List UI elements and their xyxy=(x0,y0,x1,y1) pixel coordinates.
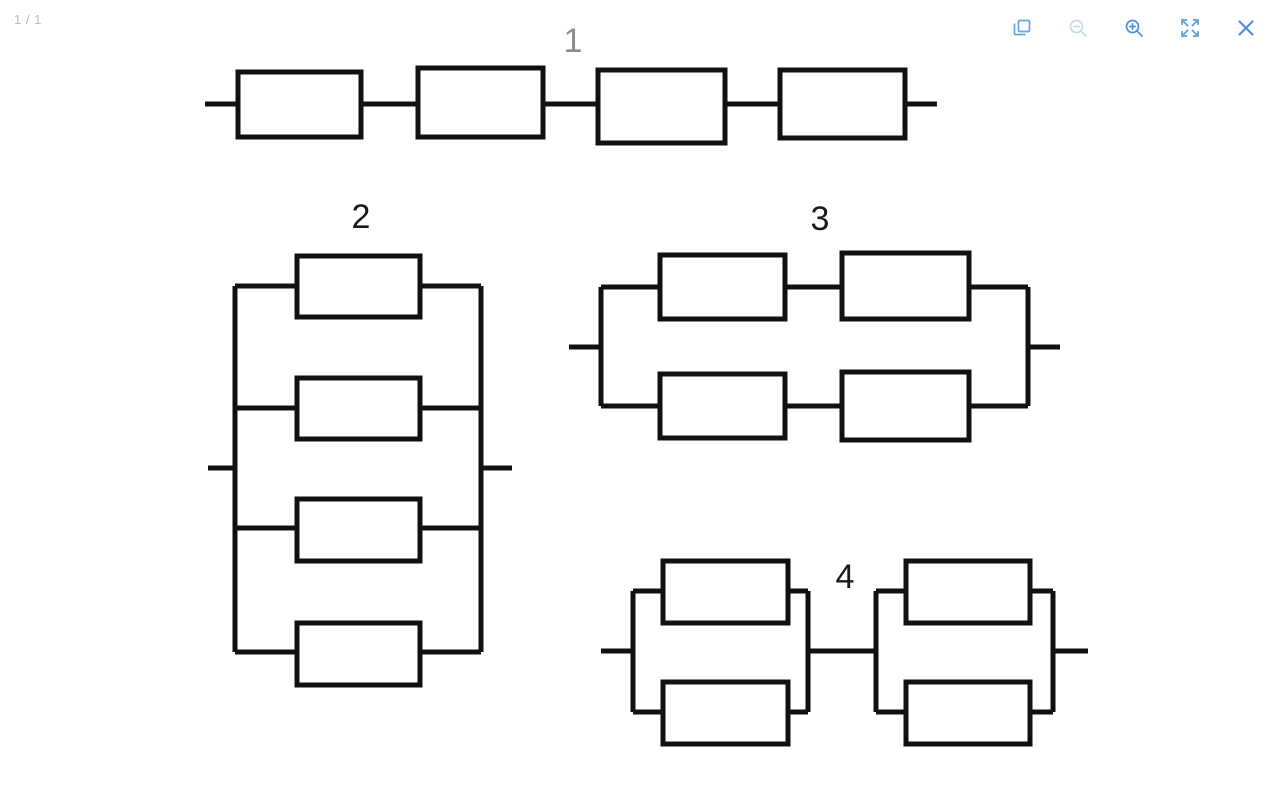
circuit-2-label: 2 xyxy=(352,198,371,236)
circuit-3-resistor-4 xyxy=(839,369,972,443)
circuit-4-resistor-3 xyxy=(903,558,1033,626)
zoom-in-icon xyxy=(1122,16,1146,40)
circuit-4-resistor-1 xyxy=(660,558,791,626)
zoom-in-button[interactable] xyxy=(1116,10,1152,46)
zoom-out-icon xyxy=(1066,16,1090,40)
fit-to-screen-icon xyxy=(1178,16,1202,40)
circuit-1-resistor-1 xyxy=(235,69,364,140)
viewer-toolbar xyxy=(1004,10,1264,46)
circuit-1-resistor-4 xyxy=(777,67,908,141)
circuit-1-resistor-3 xyxy=(595,67,728,146)
fit-to-screen-button[interactable] xyxy=(1172,10,1208,46)
zoom-out-button[interactable] xyxy=(1060,10,1096,46)
circuit-2-resistor-2 xyxy=(294,375,423,442)
circuit-4-parallel-series: 4 xyxy=(601,558,1088,747)
circuit-3-resistor-1 xyxy=(657,252,788,322)
duplicate-icon xyxy=(1010,16,1034,40)
circuit-4-resistor-2 xyxy=(660,679,791,747)
circuit-3-resistor-3 xyxy=(657,371,788,441)
duplicate-button[interactable] xyxy=(1004,10,1040,46)
circuit-1-label: 1 xyxy=(564,22,583,60)
circuit-1-series: 1 xyxy=(205,22,937,146)
circuit-3-resistor-2 xyxy=(839,250,972,322)
circuit-3-series-parallel: 3 xyxy=(569,200,1060,443)
circuit-2-resistor-3 xyxy=(294,496,423,564)
circuit-4-label: 4 xyxy=(836,558,855,596)
circuit-2-parallel: 2 xyxy=(208,198,512,688)
circuit-1-resistor-2 xyxy=(415,65,546,140)
close-button[interactable] xyxy=(1228,10,1264,46)
circuit-3-label: 3 xyxy=(811,200,830,238)
page-indicator: 1 / 1 xyxy=(14,12,42,27)
close-icon xyxy=(1234,16,1258,40)
circuit-2-resistor-1 xyxy=(294,253,423,320)
circuit-2-resistor-4 xyxy=(294,620,423,688)
circuit-4-resistor-4 xyxy=(903,679,1033,747)
